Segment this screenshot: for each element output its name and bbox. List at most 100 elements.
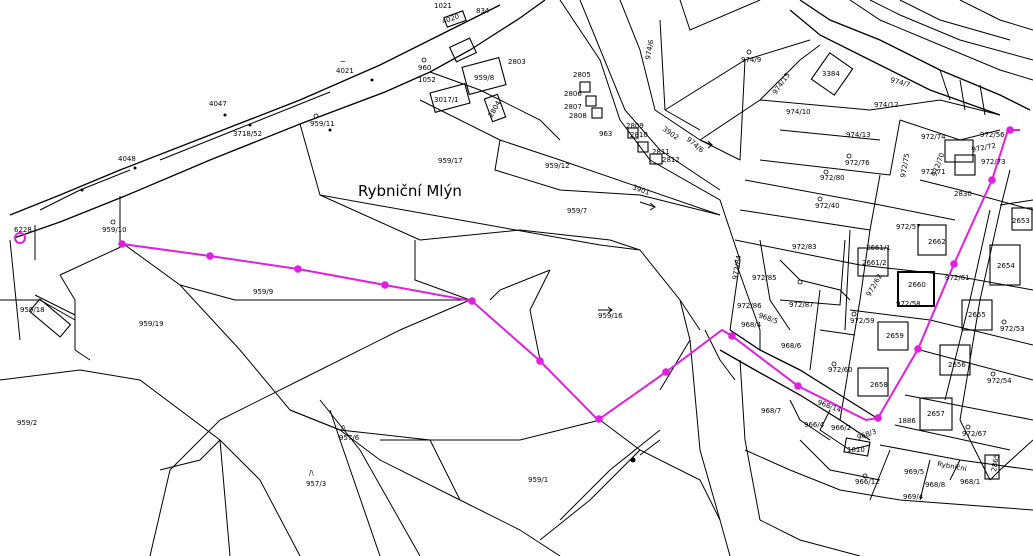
parcel-label[interactable]: 2803 <box>508 58 526 66</box>
parcel-label[interactable]: 972/83 <box>792 243 817 251</box>
parcel-label[interactable]: 974/13 <box>846 131 871 139</box>
parcel-label[interactable]: 974/12 <box>874 101 899 109</box>
parcel-label[interactable]: 968/8 <box>925 481 945 489</box>
parcel-label[interactable]: 2812 <box>662 156 680 164</box>
parcel-label[interactable]: 1810 <box>847 446 865 454</box>
route-vertex[interactable] <box>294 265 302 273</box>
parcel-label[interactable]: 6228 <box>14 226 32 234</box>
parcel-label[interactable]: 2810 <box>630 131 648 139</box>
parcel-label[interactable]: 2656 <box>948 361 966 369</box>
parcel-label[interactable]: 959/16 <box>598 312 623 320</box>
parcel-label[interactable]: 972/59 <box>850 317 875 325</box>
parcel-label[interactable]: 972/54 <box>987 377 1012 385</box>
route-vertex[interactable] <box>118 240 126 248</box>
parcel-label[interactable]: 972/71 <box>921 168 946 176</box>
parcel-label[interactable]: 966/4 <box>804 421 825 429</box>
parcel-label[interactable]: 959/10 <box>102 226 127 234</box>
parcel-label[interactable]: 2661/2 <box>862 259 887 267</box>
parcel-label[interactable]: 957/3 <box>306 480 326 488</box>
parcel-label[interactable]: 972/60 <box>828 366 853 374</box>
route-vertex[interactable] <box>595 415 603 423</box>
parcel-label[interactable]: 972/85 <box>752 274 777 282</box>
parcel-label[interactable]: 972/61 <box>945 274 970 282</box>
parcel-label[interactable]: 2654 <box>997 262 1015 270</box>
parcel-label[interactable]: 966/12 <box>855 478 880 486</box>
parcel-label[interactable]: 972/67 <box>962 430 987 438</box>
parcel-label[interactable]: 959/8 <box>474 74 494 82</box>
parcel-label[interactable]: 963 <box>599 130 612 138</box>
route-vertex[interactable] <box>468 297 476 305</box>
parcel-label[interactable]: 1052 <box>418 76 436 84</box>
parcel-label[interactable]: 968/4 <box>741 321 762 329</box>
parcel-label[interactable]: 959/9 <box>253 288 273 296</box>
parcel-label[interactable]: 972/57 <box>896 223 921 231</box>
parcel-label[interactable]: 2830 <box>954 190 972 198</box>
route-vertex[interactable] <box>536 357 544 365</box>
parcel-label[interactable]: 2653 <box>1012 217 1030 225</box>
parcel-label[interactable]: 974/6 <box>644 39 655 61</box>
route-vertex[interactable] <box>662 368 670 376</box>
parcel-label[interactable]: 2662 <box>928 238 946 246</box>
parcel-label[interactable]: 959/7 <box>567 207 587 215</box>
parcel-label[interactable]: 2806 <box>564 90 582 98</box>
parcel-label[interactable]: 4021 <box>336 67 354 75</box>
parcel-label[interactable]: 969/5 <box>904 468 924 476</box>
parcel-label[interactable]: 972/53 <box>1000 325 1025 333</box>
parcel-label[interactable]: 4047 <box>209 100 227 108</box>
parcel-label[interactable]: 3718/52 <box>233 130 262 138</box>
parcel-label[interactable]: 972/73 <box>981 158 1006 166</box>
parcel-label[interactable]: 974/9 <box>741 56 761 64</box>
route-vertex[interactable] <box>794 382 802 390</box>
parcel-label[interactable]: 959/12 <box>545 162 570 170</box>
parcel-label[interactable]: 2865 <box>990 453 1001 472</box>
parcel-label[interactable]: 1886 <box>898 417 916 425</box>
parcel-label[interactable]: 969/4 <box>903 493 924 501</box>
parcel-label[interactable]: 959/2 <box>17 419 37 427</box>
parcel-label[interactable]: 959/19 <box>139 320 164 328</box>
parcel-label[interactable]: 960 <box>418 64 431 72</box>
parcel-label[interactable]: 2811 <box>652 148 670 156</box>
parcel-label[interactable]: 3384 <box>822 70 840 78</box>
parcel-label[interactable]: 968/1 <box>960 478 980 486</box>
parcel-label[interactable]: 2660 <box>908 281 926 289</box>
parcel-label[interactable]: 974/10 <box>786 108 811 116</box>
parcel-label[interactable]: 2805 <box>573 71 591 79</box>
route-vertex[interactable] <box>988 176 996 184</box>
parcel-label[interactable]: 2809 <box>626 122 644 130</box>
parcel-label[interactable]: 968/6 <box>781 342 802 350</box>
parcel-label[interactable]: 959/17 <box>438 157 463 165</box>
route-vertex[interactable] <box>914 345 922 353</box>
parcel-label[interactable]: 972/80 <box>820 174 845 182</box>
parcel-label[interactable]: 959/1 <box>528 476 548 484</box>
parcel-label[interactable]: 972/40 <box>815 202 840 210</box>
route-vertex[interactable] <box>1006 126 1014 134</box>
parcel-label[interactable]: 968/7 <box>761 407 781 415</box>
parcel-label[interactable]: 972/87 <box>789 301 814 309</box>
parcel-label[interactable]: 972/86 <box>737 302 762 310</box>
route-vertex[interactable] <box>950 260 958 268</box>
parcel-label[interactable]: 2657 <box>927 410 945 418</box>
parcel-label[interactable]: 3017/1 <box>434 96 459 104</box>
route-vertex[interactable] <box>874 414 882 422</box>
parcel-label[interactable]: 2807 <box>564 103 582 111</box>
parcel-label[interactable]: 972/76 <box>845 159 870 167</box>
parcel-label[interactable]: 1021 <box>434 2 452 10</box>
parcel-label[interactable]: 2655 <box>968 311 986 319</box>
parcel-label[interactable]: 972/58 <box>896 300 921 308</box>
parcel-label[interactable]: 2658 <box>870 381 888 389</box>
route-vertex[interactable] <box>206 252 214 260</box>
parcel-label[interactable]: 4048 <box>118 155 136 163</box>
parcel-label[interactable]: 959/11 <box>310 120 335 128</box>
parcel-label[interactable]: 972/74 <box>921 133 946 141</box>
parcel-label[interactable]: 959/18 <box>20 306 45 314</box>
parcel-label[interactable]: 2661/1 <box>866 244 891 252</box>
route-vertex[interactable] <box>381 281 389 289</box>
parcel-label[interactable]: 2808 <box>569 112 587 120</box>
parcel-label[interactable]: 966/2 <box>831 424 851 432</box>
parcel-label[interactable]: 834 <box>476 7 490 15</box>
parcel-label[interactable]: 957/6 <box>339 434 360 442</box>
parcel-label[interactable]: 2659 <box>886 332 904 340</box>
route-vertex[interactable] <box>728 332 736 340</box>
parcel-label[interactable]: 972/56 <box>980 131 1005 139</box>
